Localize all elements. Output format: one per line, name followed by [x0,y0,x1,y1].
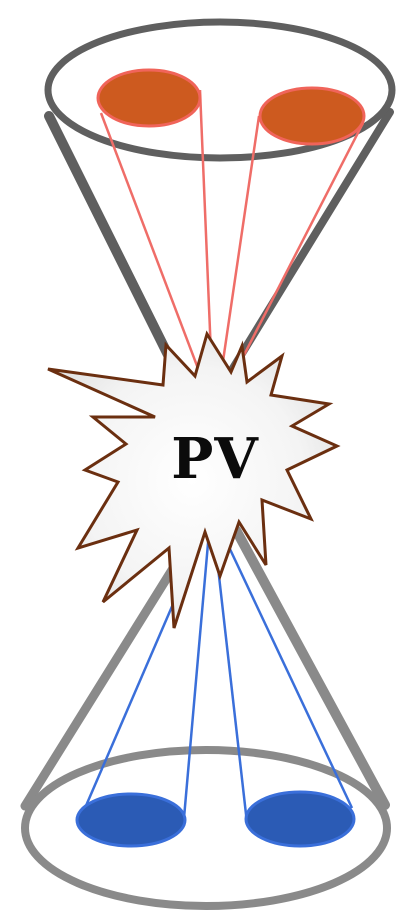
lower-jet-left [77,794,185,846]
lower-jets [77,792,354,846]
lower-cone [25,530,387,906]
upper-jets [98,70,364,144]
upper-jet-left [98,70,200,126]
upper-cone-right-edge [219,112,390,391]
upper-jet-right [260,88,364,144]
vertex-star: PV [48,334,337,628]
lower-jet-right [246,792,354,846]
pv-label: PV [171,426,259,492]
upper-cone [48,22,392,393]
